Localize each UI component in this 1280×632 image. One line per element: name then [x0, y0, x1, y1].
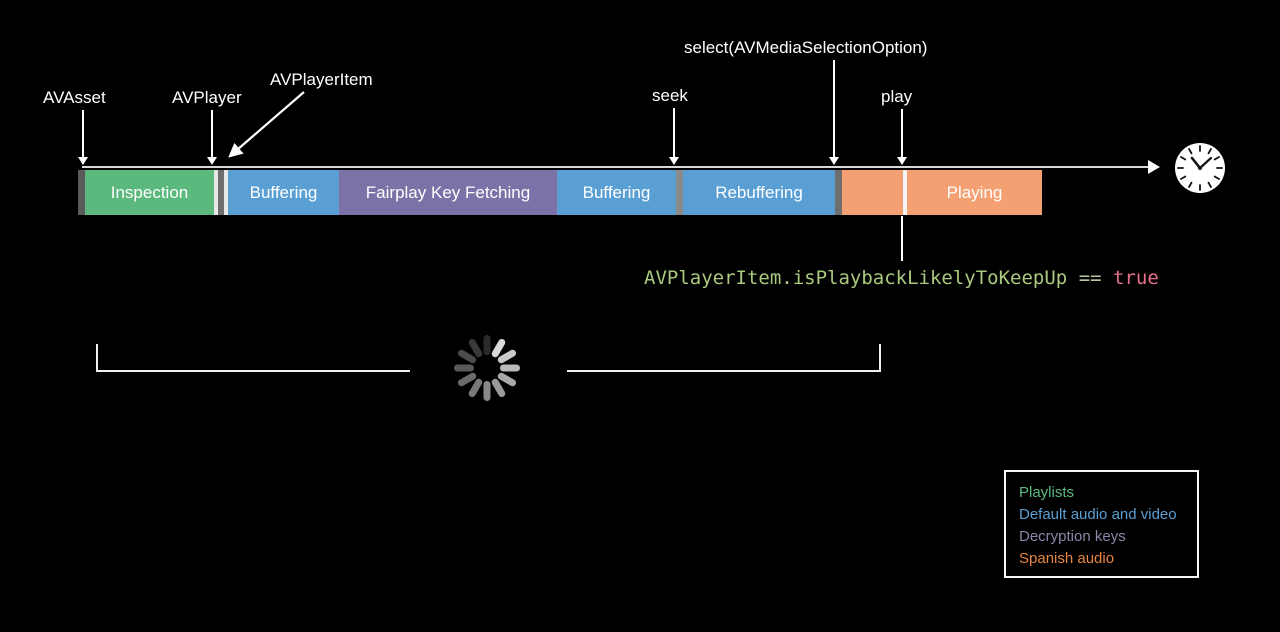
- timeline-segment-separator-4: [676, 170, 683, 215]
- timeline-segment-inspection: Inspection: [85, 170, 214, 215]
- playback-state-timeline: Inspection Buffering Fairplay Key Fetching…: [78, 170, 1042, 215]
- annotation-label-select: select(AVMediaSelectionOption): [684, 38, 928, 57]
- timeline-segment-fairplay-key-fetching: Fairplay Key Fetching: [339, 170, 557, 215]
- code-annotation: AVPlayerItem.isPlaybackLikelyToKeepUp ==…: [644, 266, 1159, 290]
- timeline-segment-separator-3: [224, 170, 228, 215]
- callout-connector-line: [901, 216, 903, 261]
- timeline-segment-left-cap: [78, 170, 85, 215]
- annotation-label-avplayer: AVPlayer: [172, 88, 242, 107]
- code-operator: ==: [1067, 267, 1114, 289]
- clock-icon: [1175, 143, 1225, 193]
- timeline-segment-label: Buffering: [582, 182, 651, 202]
- code-boolean-value: true: [1113, 267, 1159, 289]
- timeline-segment-buffering-2: Buffering: [557, 170, 676, 215]
- legend-item: Playlists: [1019, 484, 1075, 501]
- timeline-segment-rebuffering: Rebuffering: [683, 170, 835, 215]
- timeline-segment-label: Rebuffering: [715, 182, 803, 202]
- timeline-segment-buffering-1: Buffering: [228, 170, 339, 215]
- marker-arrow-select: [833, 60, 835, 158]
- timeline-segment-label: Playing: [946, 182, 1003, 202]
- spinner-spoke: [500, 364, 520, 372]
- annotation-label-avplayeritem: AVPlayerItem: [270, 70, 373, 89]
- timeline-segment-label: Fairplay Key Fetching: [365, 182, 531, 202]
- annotation-label-avasset: AVAsset: [43, 88, 106, 107]
- annotation-label-play: play: [881, 87, 913, 106]
- marker-arrow-avasset: [82, 110, 84, 158]
- legend-item: Decryption keys: [1019, 528, 1126, 545]
- timeline-axis: [82, 166, 1155, 168]
- annotation-label-seek: seek: [652, 86, 688, 105]
- legend-item: Spanish audio: [1019, 550, 1115, 567]
- timeline-segment-separator-1: [214, 170, 218, 215]
- spinner-spoke: [483, 335, 491, 355]
- marker-arrow-play: [901, 109, 903, 158]
- legend-item: Default audio and video: [1019, 506, 1177, 523]
- marker-arrow-seek: [673, 108, 675, 158]
- code-identifier: AVPlayerItem.isPlaybackLikelyToKeepUp: [644, 267, 1068, 289]
- spinner-spoke: [454, 364, 474, 372]
- timeline-segment-separator-2: [218, 170, 224, 215]
- marker-arrow-avplayer: [211, 110, 213, 158]
- loading-spinner-icon: [453, 334, 521, 402]
- spinner-spoke: [483, 381, 491, 401]
- timeline-segment-separator-5: [835, 170, 842, 215]
- timeline-segment-separator-6: [903, 170, 907, 215]
- timeline-segment-playing-pre-roll: [842, 170, 903, 215]
- timeline-segment-label: Inspection: [110, 182, 189, 202]
- bracket-right: [567, 344, 881, 372]
- timeline-segment-label: Buffering: [249, 182, 318, 202]
- timeline-segment-playing: Playing: [907, 170, 1042, 215]
- timeline-axis-arrowhead: [1148, 160, 1160, 174]
- bracket-left: [96, 344, 410, 372]
